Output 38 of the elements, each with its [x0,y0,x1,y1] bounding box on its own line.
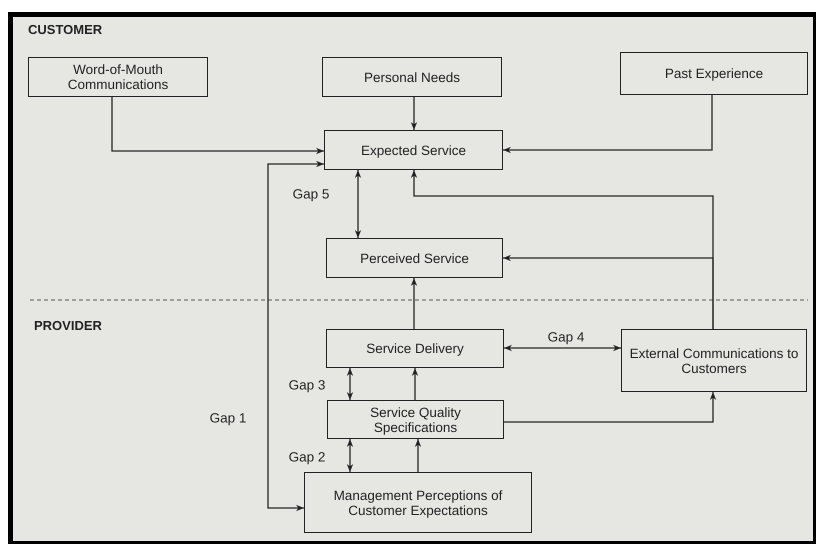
box-text: Service Delivery [366,341,464,356]
process-box [621,329,807,392]
process-box [326,238,503,278]
arrow [111,97,324,154]
process-box [28,57,208,97]
box-text: Expected Service [360,142,466,158]
box-text: Personal Needs [364,70,460,84]
edge-label: Gap 2 [286,450,328,464]
arrow [504,392,716,423]
process-box [327,400,504,439]
box-text: Management Perceptions of Customer Expectations [332,488,504,518]
arrow [412,368,418,400]
edge-label: Gap 4 [546,330,586,344]
box-text: Past Experience [664,66,764,81]
section-label: CUSTOMER [28,22,102,37]
arrow [504,344,621,352]
arrow [410,97,418,130]
process-box [326,329,504,368]
process-box [324,130,503,170]
arrow [503,95,713,154]
section-label: PROVIDER [34,318,102,333]
arrow [410,278,418,329]
process-box [322,57,502,97]
process-box [620,52,808,95]
arrow [354,170,362,238]
edge-label: Gap 3 [286,378,328,392]
edge-label: Gap 5 [290,186,332,202]
arrow [414,439,422,472]
arrow [346,439,354,472]
box-text: Perceived Service [360,250,469,266]
box-text: Service Quality Specifications [369,404,462,434]
box-text: Word-of-Mouth Communications [66,62,170,92]
arrow [503,254,714,329]
arrow [267,160,324,512]
arrow [346,368,354,400]
box-text: External Communications to Customers [628,346,800,376]
process-box [304,472,532,533]
edge-label: Gap 1 [208,410,248,426]
